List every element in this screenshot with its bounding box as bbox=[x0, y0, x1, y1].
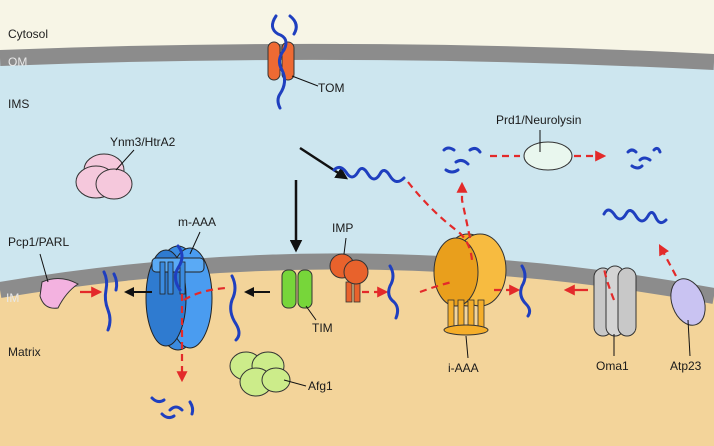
pcp1-label: Pcp1/PARL bbox=[8, 235, 69, 249]
i-aaa-complex: i-AAA bbox=[407, 181, 521, 375]
outer-membrane bbox=[0, 43, 714, 70]
cytosol-label: Cytosol bbox=[8, 27, 48, 41]
m-aaa-substrate-peptide bbox=[229, 274, 241, 342]
matrix-fragments-maaa bbox=[150, 396, 195, 420]
oma1-complex: Oma1 bbox=[593, 265, 637, 373]
afg1: Afg1 bbox=[229, 351, 333, 397]
pcp1-parl: Pcp1/PARL bbox=[8, 235, 103, 309]
pcp1-substrate-peptide bbox=[102, 270, 112, 332]
im-label: IM bbox=[6, 291, 19, 305]
om-label: OM bbox=[8, 55, 27, 69]
m-aaa-complex: m-AAA bbox=[145, 215, 227, 383]
ynm3-htra2: Ynm3/HtrA2 bbox=[75, 135, 176, 200]
ynm3-label: Ynm3/HtrA2 bbox=[110, 135, 176, 149]
oma1-label: Oma1 bbox=[596, 359, 629, 373]
imp-label: IMP bbox=[332, 221, 353, 235]
m-aaa-label: m-AAA bbox=[178, 215, 216, 229]
imp-substrate-peptide bbox=[387, 264, 400, 320]
i-aaa-product-peptide bbox=[519, 264, 532, 318]
tim-complex: TIM bbox=[281, 269, 333, 335]
ims-fragments-iaaa bbox=[442, 146, 482, 174]
tim-label: TIM bbox=[312, 321, 333, 335]
prd1-label: Prd1/Neurolysin bbox=[496, 113, 581, 127]
imp-complex: IMP bbox=[329, 221, 389, 303]
atp23: Atp23 bbox=[658, 244, 706, 373]
afg1-label: Afg1 bbox=[308, 379, 333, 393]
import-arrow-ims bbox=[299, 146, 349, 180]
atp23-label: Atp23 bbox=[670, 359, 702, 373]
ims-helix-peptide bbox=[332, 165, 406, 183]
tom-label: TOM bbox=[318, 81, 344, 95]
tom-complex: TOM bbox=[267, 14, 344, 110]
ims-fragments-prd1 bbox=[626, 146, 662, 170]
prd1-neurolysin: Prd1/Neurolysin bbox=[490, 113, 607, 171]
tom-precursor-peptide bbox=[271, 14, 288, 110]
matrix-label: Matrix bbox=[8, 345, 41, 359]
atp23-helix-peptide bbox=[602, 208, 668, 225]
ims-label: IMS bbox=[8, 97, 29, 111]
i-aaa-label: i-AAA bbox=[448, 361, 479, 375]
